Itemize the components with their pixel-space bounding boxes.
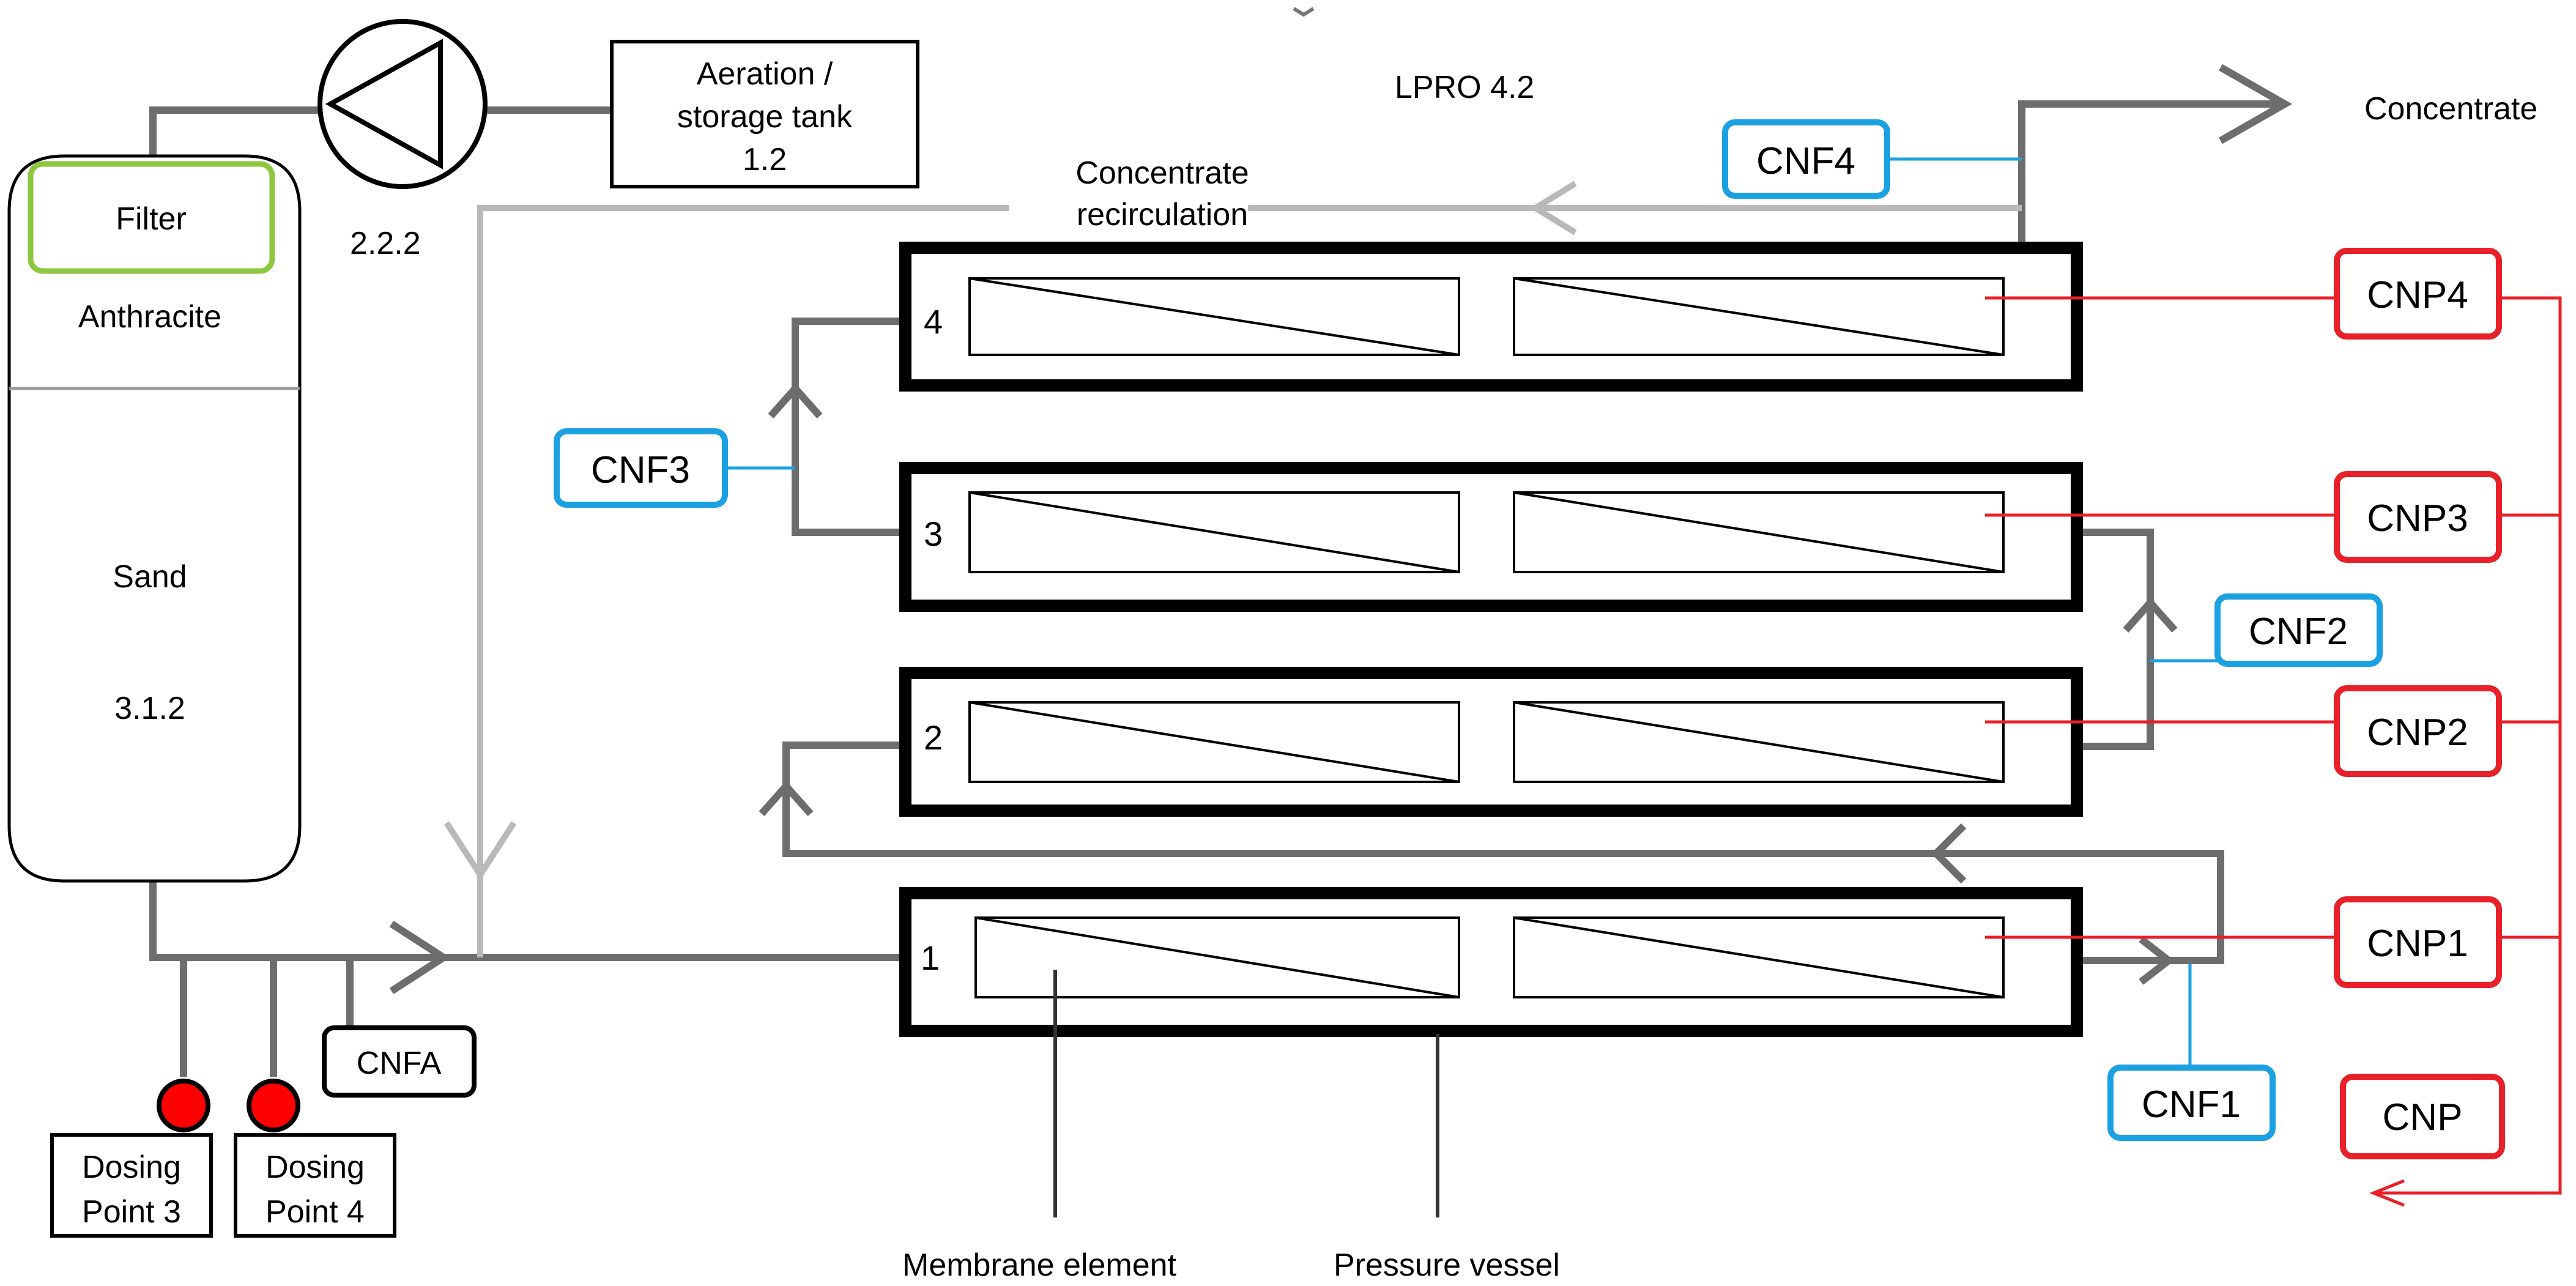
pump: [317, 19, 488, 189]
dosing-point-4-line2: Point 4: [265, 1194, 365, 1230]
aeration-tank: [610, 40, 919, 188]
cnp2-box: [2334, 685, 2502, 777]
vessel-number-3: 3: [924, 515, 943, 553]
dosing-point-3-line1: Dosing: [82, 1150, 181, 1185]
cnp1-label: CNP1: [2367, 923, 2468, 965]
cnf3-box: [554, 428, 728, 508]
vessel-number-4: 4: [924, 302, 943, 341]
sand-label: Sand: [113, 559, 187, 595]
cnf4-box: [1722, 119, 1890, 199]
cnp4-box: [2334, 248, 2502, 340]
aeration-tank-line3: 1.2: [743, 142, 787, 177]
anthracite-label: Anthracite: [78, 299, 221, 335]
cnp4-label: CNP4: [2367, 274, 2468, 316]
recirculation-label-line1: Concentrate: [1075, 155, 1249, 191]
cnf2-label: CNF2: [2249, 611, 2348, 653]
cnf4-label: CNF4: [1756, 140, 1855, 182]
filter-id: 3.1.2: [114, 691, 185, 726]
pressure-vessel-2: [899, 667, 2083, 817]
cnp-label: CNP: [2383, 1096, 2463, 1139]
filter-label: Filter: [116, 201, 187, 237]
cnf2-box: [2214, 593, 2383, 667]
cnp2-label: CNP2: [2367, 712, 2468, 754]
dosing-point-3-dot: [157, 1079, 210, 1132]
vessel-number-2: 2: [924, 718, 943, 757]
feed-sensor-connectors: [725, 157, 2218, 1068]
feed-pipes: [149, 64, 2293, 1077]
vessel-number-1: 1: [921, 938, 940, 977]
cnp3-label: CNP3: [2367, 497, 2468, 540]
dosing-point-3-box: [50, 1133, 213, 1238]
caret-mark: [1293, 7, 1315, 17]
filter-box: [28, 161, 275, 274]
pressure-vessel-4: [899, 242, 2083, 392]
cnf3-label: CNF3: [591, 449, 690, 491]
cnp-box: [2340, 1074, 2505, 1159]
recirculation-label-line2: recirculation: [1077, 197, 1248, 232]
pressure-vessel-label: Pressure vessel: [1334, 1247, 1560, 1283]
cnfa-box: [322, 1025, 477, 1098]
system-title: LPRO 4.2: [1395, 70, 1534, 105]
pump-id: 2.2.2: [350, 226, 421, 261]
pressure-vessel-1: [899, 887, 2083, 1037]
recirculation-pipe: [444, 180, 2022, 957]
aeration-tank-line1: Aeration /: [697, 56, 833, 92]
membrane-element-label: Membrane element: [902, 1247, 1177, 1283]
aeration-tank-line2: storage tank: [677, 99, 853, 135]
dosing-point-4-dot: [247, 1079, 300, 1132]
pressure-vessel-3: [899, 462, 2083, 612]
permeate-sensor-connectors: [1985, 296, 2562, 1207]
cnf1-box: [2107, 1065, 2276, 1141]
dosing-point-4-box: [234, 1133, 396, 1238]
filter-vessel: [7, 154, 302, 883]
cnf1-label: CNF1: [2142, 1083, 2241, 1126]
dosing-point-3-line2: Point 3: [82, 1194, 181, 1230]
cnp3-box: [2334, 471, 2502, 563]
cnp1-box: [2334, 896, 2502, 988]
cnfa-label: CNFA: [357, 1046, 442, 1081]
concentrate-label: Concentrate: [2364, 91, 2537, 127]
dosing-point-4-line1: Dosing: [265, 1150, 365, 1185]
